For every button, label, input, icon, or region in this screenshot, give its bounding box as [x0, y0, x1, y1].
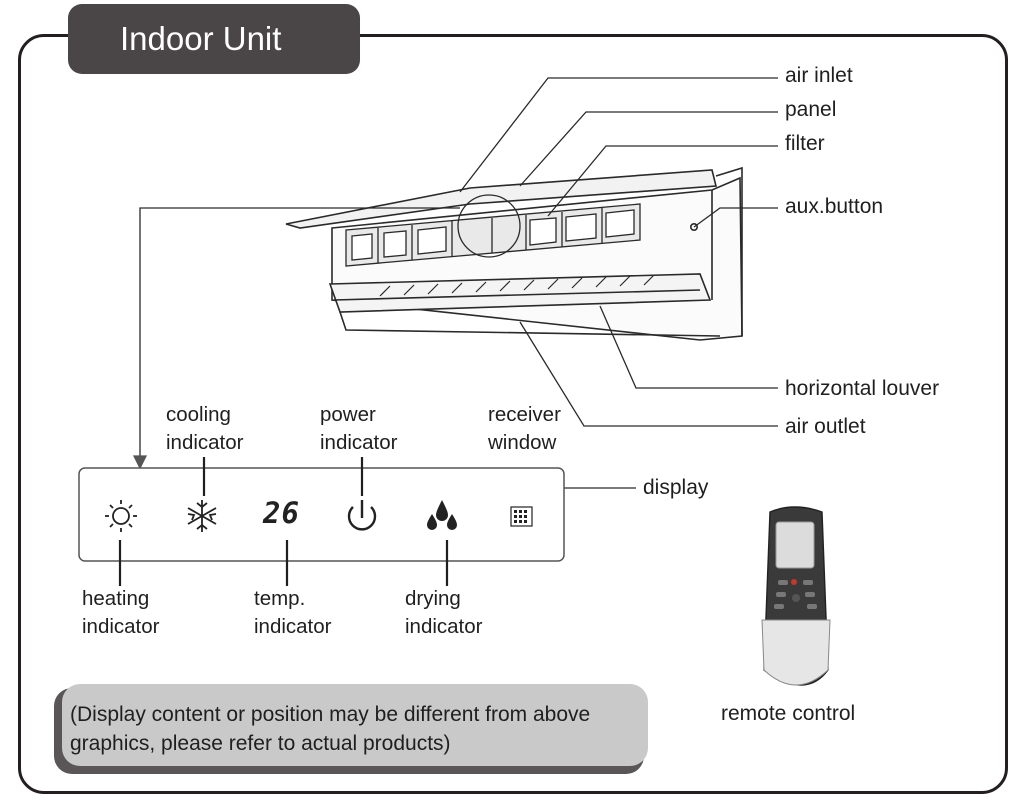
water-drops-icon — [427, 500, 457, 530]
remote-control-illustration — [761, 506, 831, 686]
sun-icon — [105, 500, 137, 532]
label-receiver-window: receiver window — [488, 403, 561, 454]
callout-panel: panel — [785, 98, 837, 121]
label-cooling-indicator: cooling indicator — [166, 403, 244, 454]
indoor-unit-illustration — [285, 166, 743, 341]
label-drying-indicator: drying indicator — [405, 587, 483, 638]
callout-display: display — [643, 476, 709, 499]
diagram-frame — [18, 34, 1008, 794]
note-box — [62, 684, 648, 766]
callout-air-outlet: air outlet — [785, 415, 866, 438]
label-heating-indicator: heating indicator — [82, 587, 160, 638]
callout-filter: filter — [785, 132, 825, 155]
callout-air-inlet: air inlet — [785, 64, 853, 87]
label-temp-indicator: temp. indicator — [254, 587, 332, 638]
callout-aux-button: aux.button — [785, 195, 884, 218]
label-power-indicator: power indicator — [320, 403, 398, 454]
note-text: (Display content or position may be diff… — [70, 703, 591, 755]
temp-readout: 26 — [263, 496, 300, 530]
callout-horizontal-louver: horizontal louver — [785, 377, 940, 400]
power-icon — [347, 500, 377, 531]
page-title: Indoor Unit — [68, 4, 360, 74]
receiver-window-icon — [510, 506, 533, 527]
snowflake-icon — [187, 500, 217, 532]
remote-control-label: remote control — [721, 702, 856, 725]
display-panel — [78, 467, 565, 562]
